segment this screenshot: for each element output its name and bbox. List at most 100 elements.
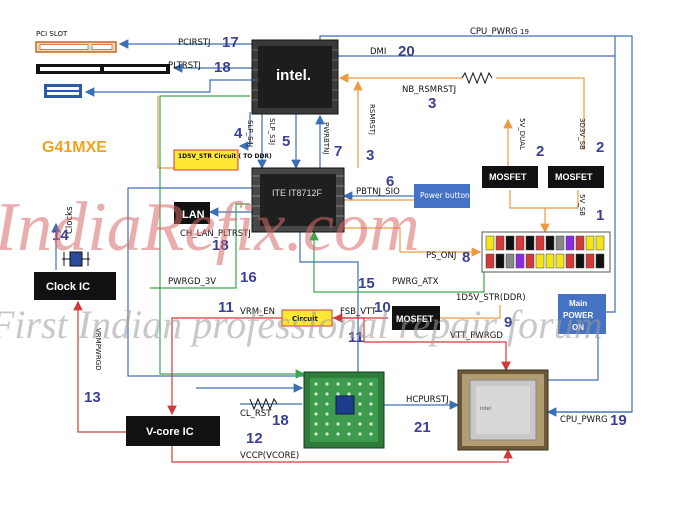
num-5: 5 — [282, 133, 290, 150]
atx-pin — [525, 253, 535, 269]
num-4: 4 — [234, 125, 243, 142]
sig-ch-lan: CH_LAN_PLTRSTJ — [180, 229, 251, 239]
board-name: G41MXE — [42, 139, 107, 156]
num-2b: 2 — [596, 139, 604, 156]
chip-pad — [314, 422, 318, 426]
atx-pin — [515, 235, 525, 251]
atx-pin — [505, 235, 515, 251]
pcie-slot — [36, 64, 170, 74]
num-9: 9 — [504, 314, 512, 331]
vcore-ic: V-core IC — [126, 416, 220, 446]
chip-pad — [314, 382, 318, 386]
sig-nb-rsmrstj: NB_RSMRSTJ — [402, 85, 456, 95]
mosfet-label: MOSFET — [396, 314, 434, 324]
sig-5v-dual: 5V_DUAL — [518, 118, 526, 150]
str-circuit-box: 1D5V_STR Circuit ( TO DDR) — [173, 149, 272, 171]
watermark-line2: First Indian professional repair forum — [0, 302, 603, 347]
chip-pad — [347, 422, 351, 426]
south-bridge-chip — [303, 371, 385, 449]
atx-pin — [555, 253, 565, 269]
sig-hcpurstj: HCPURSTJ — [406, 395, 449, 405]
clock-ic-label: Clock IC — [46, 281, 90, 293]
sig-pcirstj: PCIRSTJ — [178, 38, 211, 48]
power-button-label: Power button — [420, 191, 470, 200]
atx-pin — [485, 253, 495, 269]
num-12: 12 — [246, 430, 263, 447]
sig-vrmpwrgd: VRMPWRGD — [94, 328, 102, 371]
crystal-icon — [62, 251, 90, 267]
num-21: 21 — [414, 419, 431, 436]
atx-pin — [585, 235, 595, 251]
resistor-icon — [249, 397, 278, 411]
chip-pad — [358, 412, 362, 416]
num-17: 17 — [222, 34, 239, 51]
sig-5v-sb: 5V_SB — [578, 194, 586, 216]
main-power-line1: Main — [569, 299, 587, 308]
sig-vccp: VCCP(VCORE) — [240, 451, 299, 461]
mosfet-5v-dual: MOSFET — [482, 166, 538, 188]
chip-pad — [358, 382, 362, 386]
chip-pad — [347, 432, 351, 436]
num-7: 7 — [334, 143, 342, 160]
num-18c: 18 — [272, 412, 289, 429]
sig-dmi: DMI — [370, 47, 386, 57]
atx-pin — [525, 235, 535, 251]
num-16: 16 — [240, 269, 257, 286]
sig-1d5v-str: 1D5V_STR(DDR) — [456, 293, 526, 303]
sig-pwrbtnj: PWRBTNJ — [322, 122, 330, 154]
wires-green — [150, 95, 485, 379]
num-2a: 2 — [536, 143, 544, 160]
chip-pad — [336, 382, 340, 386]
sig-fsb-vtt: FSB_VTT — [340, 307, 377, 317]
power-button-box: Power button — [414, 184, 470, 208]
sig-pbtnj-sio: PBTNJ_SIO — [356, 187, 400, 197]
chip-pad — [325, 432, 329, 436]
atx-pin — [505, 253, 515, 269]
num-1: 1 — [596, 207, 604, 224]
chip-pad — [369, 412, 373, 416]
num-13: 13 — [84, 389, 101, 406]
signal-labels: PCIRSTJ 17 PLTRSTJ 18 DMI 20 CPU_PWRG 19… — [52, 27, 627, 461]
main-power-line3: ON — [572, 323, 584, 332]
chip-pad — [369, 432, 373, 436]
sig-cpu-pwrg-top: CPU_PWRG — [470, 27, 518, 37]
num-10: 10 — [374, 299, 391, 316]
super-io-chip: ITE IT8712F — [251, 167, 345, 233]
chip-pad — [336, 392, 340, 396]
num-8: 8 — [462, 249, 470, 266]
atx-pin — [535, 253, 545, 269]
ram-slot — [44, 84, 82, 98]
atx-pin — [595, 235, 605, 251]
str-circuit-text: 1D5V_STR Circuit ( TO DDR) — [178, 153, 272, 160]
sig-ps-onj: PS_ONJ — [426, 251, 456, 261]
main-power-line2: POWER — [563, 311, 593, 320]
atx-pin — [535, 235, 545, 251]
sig-slp-s3j: SLP_S3J — [268, 118, 276, 145]
atx-pin — [495, 253, 505, 269]
atx-pin — [565, 235, 575, 251]
num-19b: 19 — [610, 412, 627, 429]
mosfet-label: MOSFET — [489, 172, 527, 182]
num-14: 14 — [52, 227, 69, 244]
num-20: 20 — [398, 43, 415, 60]
sig-pwrgd-3v: PWRGD_3V — [168, 277, 216, 287]
num-18: 18 — [214, 59, 231, 76]
chip-pad — [325, 382, 329, 386]
atx-pin — [595, 253, 605, 269]
atx-pin — [585, 253, 595, 269]
circuit-label: Circuit — [292, 315, 319, 323]
mosfet-fsb: MOSFET — [392, 306, 440, 330]
mosfet-3d3v: MOSFET — [548, 166, 604, 188]
chip-pad — [358, 432, 362, 436]
chip-pad — [347, 392, 351, 396]
chip-pad — [325, 402, 329, 406]
pci-slot: PCI SLOT — [35, 30, 117, 53]
sig-pwrg-atx: PWRG_ATX — [392, 277, 439, 287]
chip-pad — [369, 402, 373, 406]
atx-pin — [555, 235, 565, 251]
wires-red — [73, 300, 513, 463]
sig-3d3v-sb: 3D3V_SB — [578, 118, 586, 150]
pci-slot-label: PCI SLOT — [36, 30, 68, 38]
atx-connector — [481, 231, 611, 273]
atx-pin — [575, 235, 585, 251]
